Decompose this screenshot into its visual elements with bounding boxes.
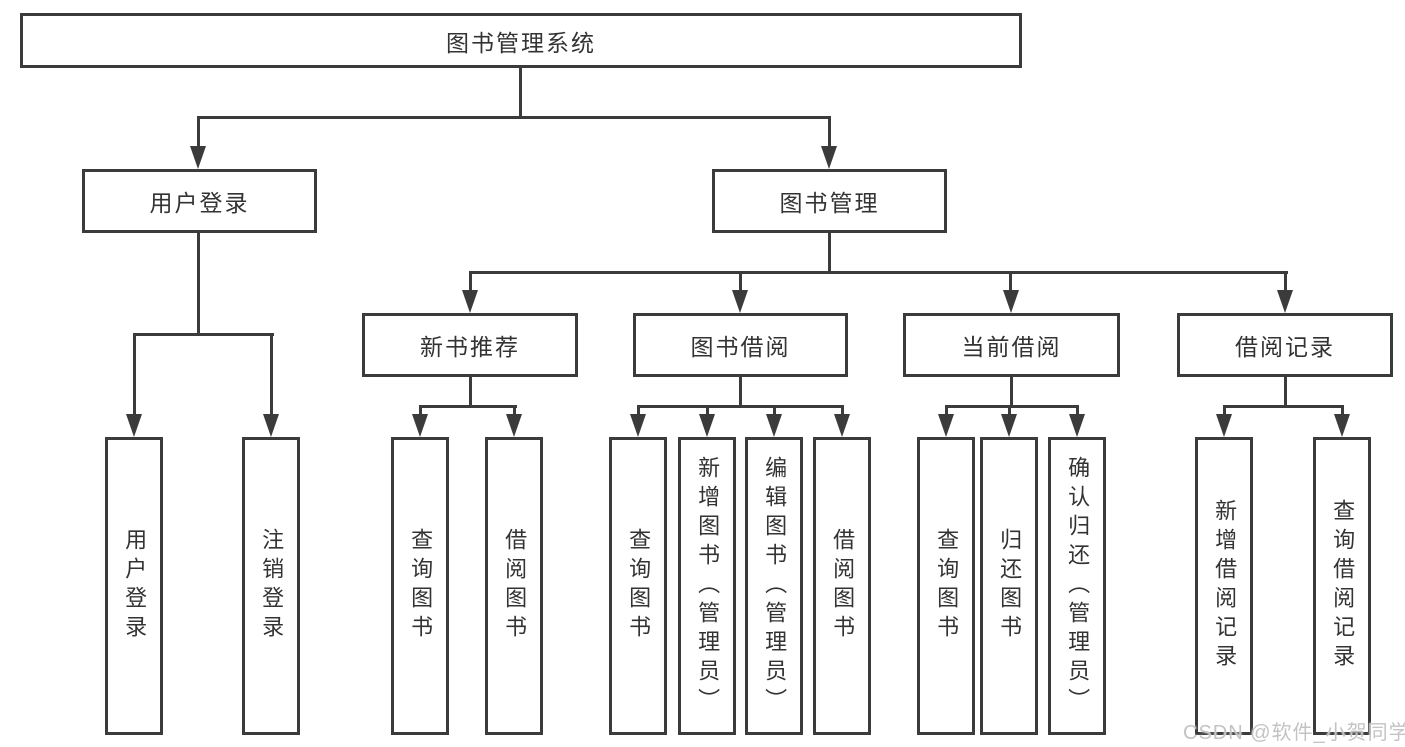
leaf-edit-book: 编辑图书（管理员）: [745, 437, 803, 735]
connector-line: [1008, 405, 1011, 417]
connector-line: [739, 271, 742, 291]
node-user-login: 用户登录: [82, 169, 317, 233]
node-book-borrow: 图书借阅: [633, 313, 848, 377]
arrowhead: [506, 414, 522, 437]
connector-line: [1010, 377, 1013, 408]
arrowhead: [462, 290, 478, 313]
connector-line: [513, 405, 516, 417]
arrowhead: [1277, 290, 1293, 313]
connector-line: [419, 405, 517, 408]
node-new-book-rec-label: 新书推荐: [420, 334, 520, 360]
connector-line: [1341, 405, 1344, 417]
node-borrow-records-label: 借阅记录: [1235, 334, 1335, 360]
node-borrow-records: 借阅记录: [1177, 313, 1393, 377]
leaf-query-book-3-label: 查询图书: [934, 528, 960, 644]
leaf-user-login-label: 用户登录: [122, 528, 148, 644]
connector-line: [637, 405, 844, 408]
connector-line: [197, 116, 200, 148]
arrowhead: [126, 414, 142, 437]
connector-line: [828, 116, 831, 148]
leaf-add-borrow-record: 新增借阅记录: [1195, 437, 1253, 735]
leaf-add-book: 新增图书（管理员）: [678, 437, 736, 735]
node-book-mgmt-label: 图书管理: [779, 190, 880, 216]
connector-line: [841, 405, 844, 417]
connector-line: [773, 405, 776, 417]
connector-line: [1223, 405, 1226, 417]
leaf-return-book: 归还图书: [980, 437, 1038, 735]
leaf-logout-label: 注销登录: [259, 528, 285, 644]
arrowhead: [1001, 414, 1017, 437]
connector-line: [739, 377, 742, 408]
connector-line: [133, 333, 274, 336]
node-user-login-label: 用户登录: [149, 190, 250, 216]
arrowhead: [630, 414, 646, 437]
connector-line: [945, 405, 1079, 408]
connector-line: [197, 233, 200, 336]
leaf-query-book-2: 查询图书: [609, 437, 667, 735]
watermark: CSDN @软件_小贺同学: [1183, 722, 1405, 744]
arrowhead: [732, 290, 748, 313]
leaf-return-book-label: 归还图书: [997, 528, 1023, 644]
arrowhead: [263, 414, 279, 437]
arrowhead: [938, 414, 954, 437]
leaf-query-book-3: 查询图书: [917, 437, 975, 735]
leaf-confirm-return-label: 确认归还（管理员）: [1065, 455, 1091, 717]
connector-line: [197, 116, 831, 119]
connector-line: [1284, 377, 1287, 408]
arrowhead: [699, 414, 715, 437]
leaf-query-borrow-record: 查询借阅记录: [1313, 437, 1371, 735]
leaf-query-book-1: 查询图书: [391, 437, 449, 735]
connector-line: [519, 68, 522, 118]
connector-line: [419, 405, 422, 417]
connector-line: [1009, 271, 1012, 291]
arrowhead: [1216, 414, 1232, 437]
connector-line: [828, 233, 831, 274]
connector-line: [1284, 271, 1287, 291]
connector-line: [1223, 405, 1344, 408]
connector-line: [469, 377, 472, 408]
arrowhead: [190, 146, 206, 169]
connector-line: [133, 333, 136, 416]
arrowhead: [1334, 414, 1350, 437]
leaf-confirm-return: 确认归还（管理员）: [1048, 437, 1106, 735]
connector-line: [270, 333, 273, 416]
arrowhead: [1003, 290, 1019, 313]
node-current-borrow-label: 当前借阅: [961, 334, 1062, 360]
leaf-query-borrow-record-label: 查询借阅记录: [1330, 499, 1356, 673]
node-new-book-rec: 新书推荐: [362, 313, 578, 377]
arrowhead: [766, 414, 782, 437]
leaf-add-borrow-record-label: 新增借阅记录: [1212, 499, 1238, 673]
arrowhead: [821, 146, 837, 169]
leaf-borrow-book-1-label: 借阅图书: [502, 528, 528, 644]
node-root: 图书管理系统: [20, 13, 1022, 68]
connector-line: [469, 271, 472, 291]
leaf-borrow-book-2: 借阅图书: [813, 437, 871, 735]
connector-line: [1076, 405, 1079, 417]
node-root-label: 图书管理系统: [446, 29, 596, 56]
node-book-mgmt: 图书管理: [712, 169, 947, 233]
node-book-borrow-label: 图书借阅: [690, 334, 791, 360]
connector-line: [637, 405, 640, 417]
connector-line: [706, 405, 709, 417]
leaf-query-book-1-label: 查询图书: [408, 528, 434, 644]
leaf-query-book-2-label: 查询图书: [626, 528, 652, 644]
connector-line: [469, 271, 1288, 274]
node-current-borrow: 当前借阅: [903, 313, 1120, 377]
leaf-user-login: 用户登录: [105, 437, 163, 735]
leaf-add-book-label: 新增图书（管理员）: [695, 455, 721, 717]
arrowhead: [1069, 414, 1085, 437]
connector-line: [945, 405, 948, 417]
arrowhead: [412, 414, 428, 437]
leaf-borrow-book-2-label: 借阅图书: [830, 528, 856, 644]
leaf-borrow-book-1: 借阅图书: [485, 437, 543, 735]
arrowhead: [834, 414, 850, 437]
leaf-logout: 注销登录: [242, 437, 300, 735]
leaf-edit-book-label: 编辑图书（管理员）: [762, 455, 788, 717]
